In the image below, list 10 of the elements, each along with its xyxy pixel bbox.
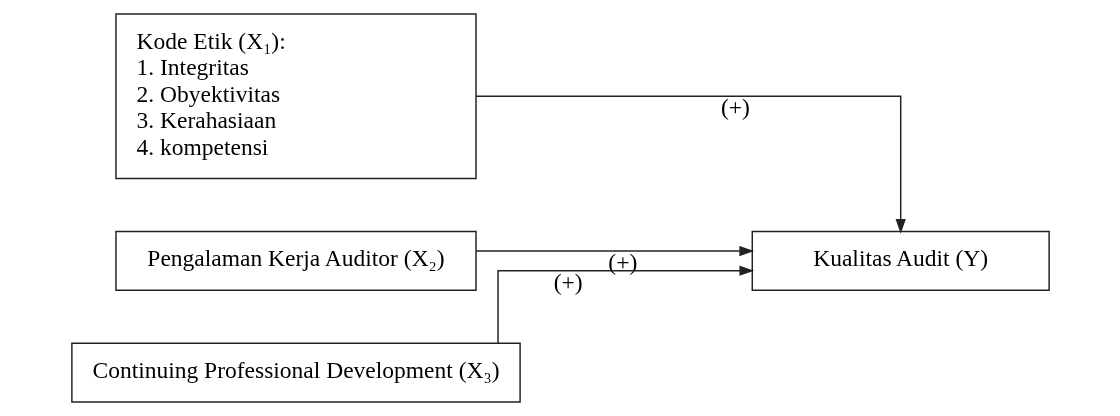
edge-label: (+) [720,94,750,121]
edge-label: (+) [553,268,583,295]
node-box: Continuing Professional Development (X₃) [70,342,521,403]
arrow [474,95,906,234]
node-box: Pengalaman Kerja Auditor (X₂) [114,230,477,292]
arrow [496,265,754,344]
arrow [474,245,754,257]
edge-label: (+) [607,248,637,275]
node-box: Kode Etik (X₁): 1. Integritas 2. Obyektivitas 3. Kerahasiaan 4. kompetensi [114,13,477,180]
node-box: Kualitas Audit (Y) [751,230,1050,292]
